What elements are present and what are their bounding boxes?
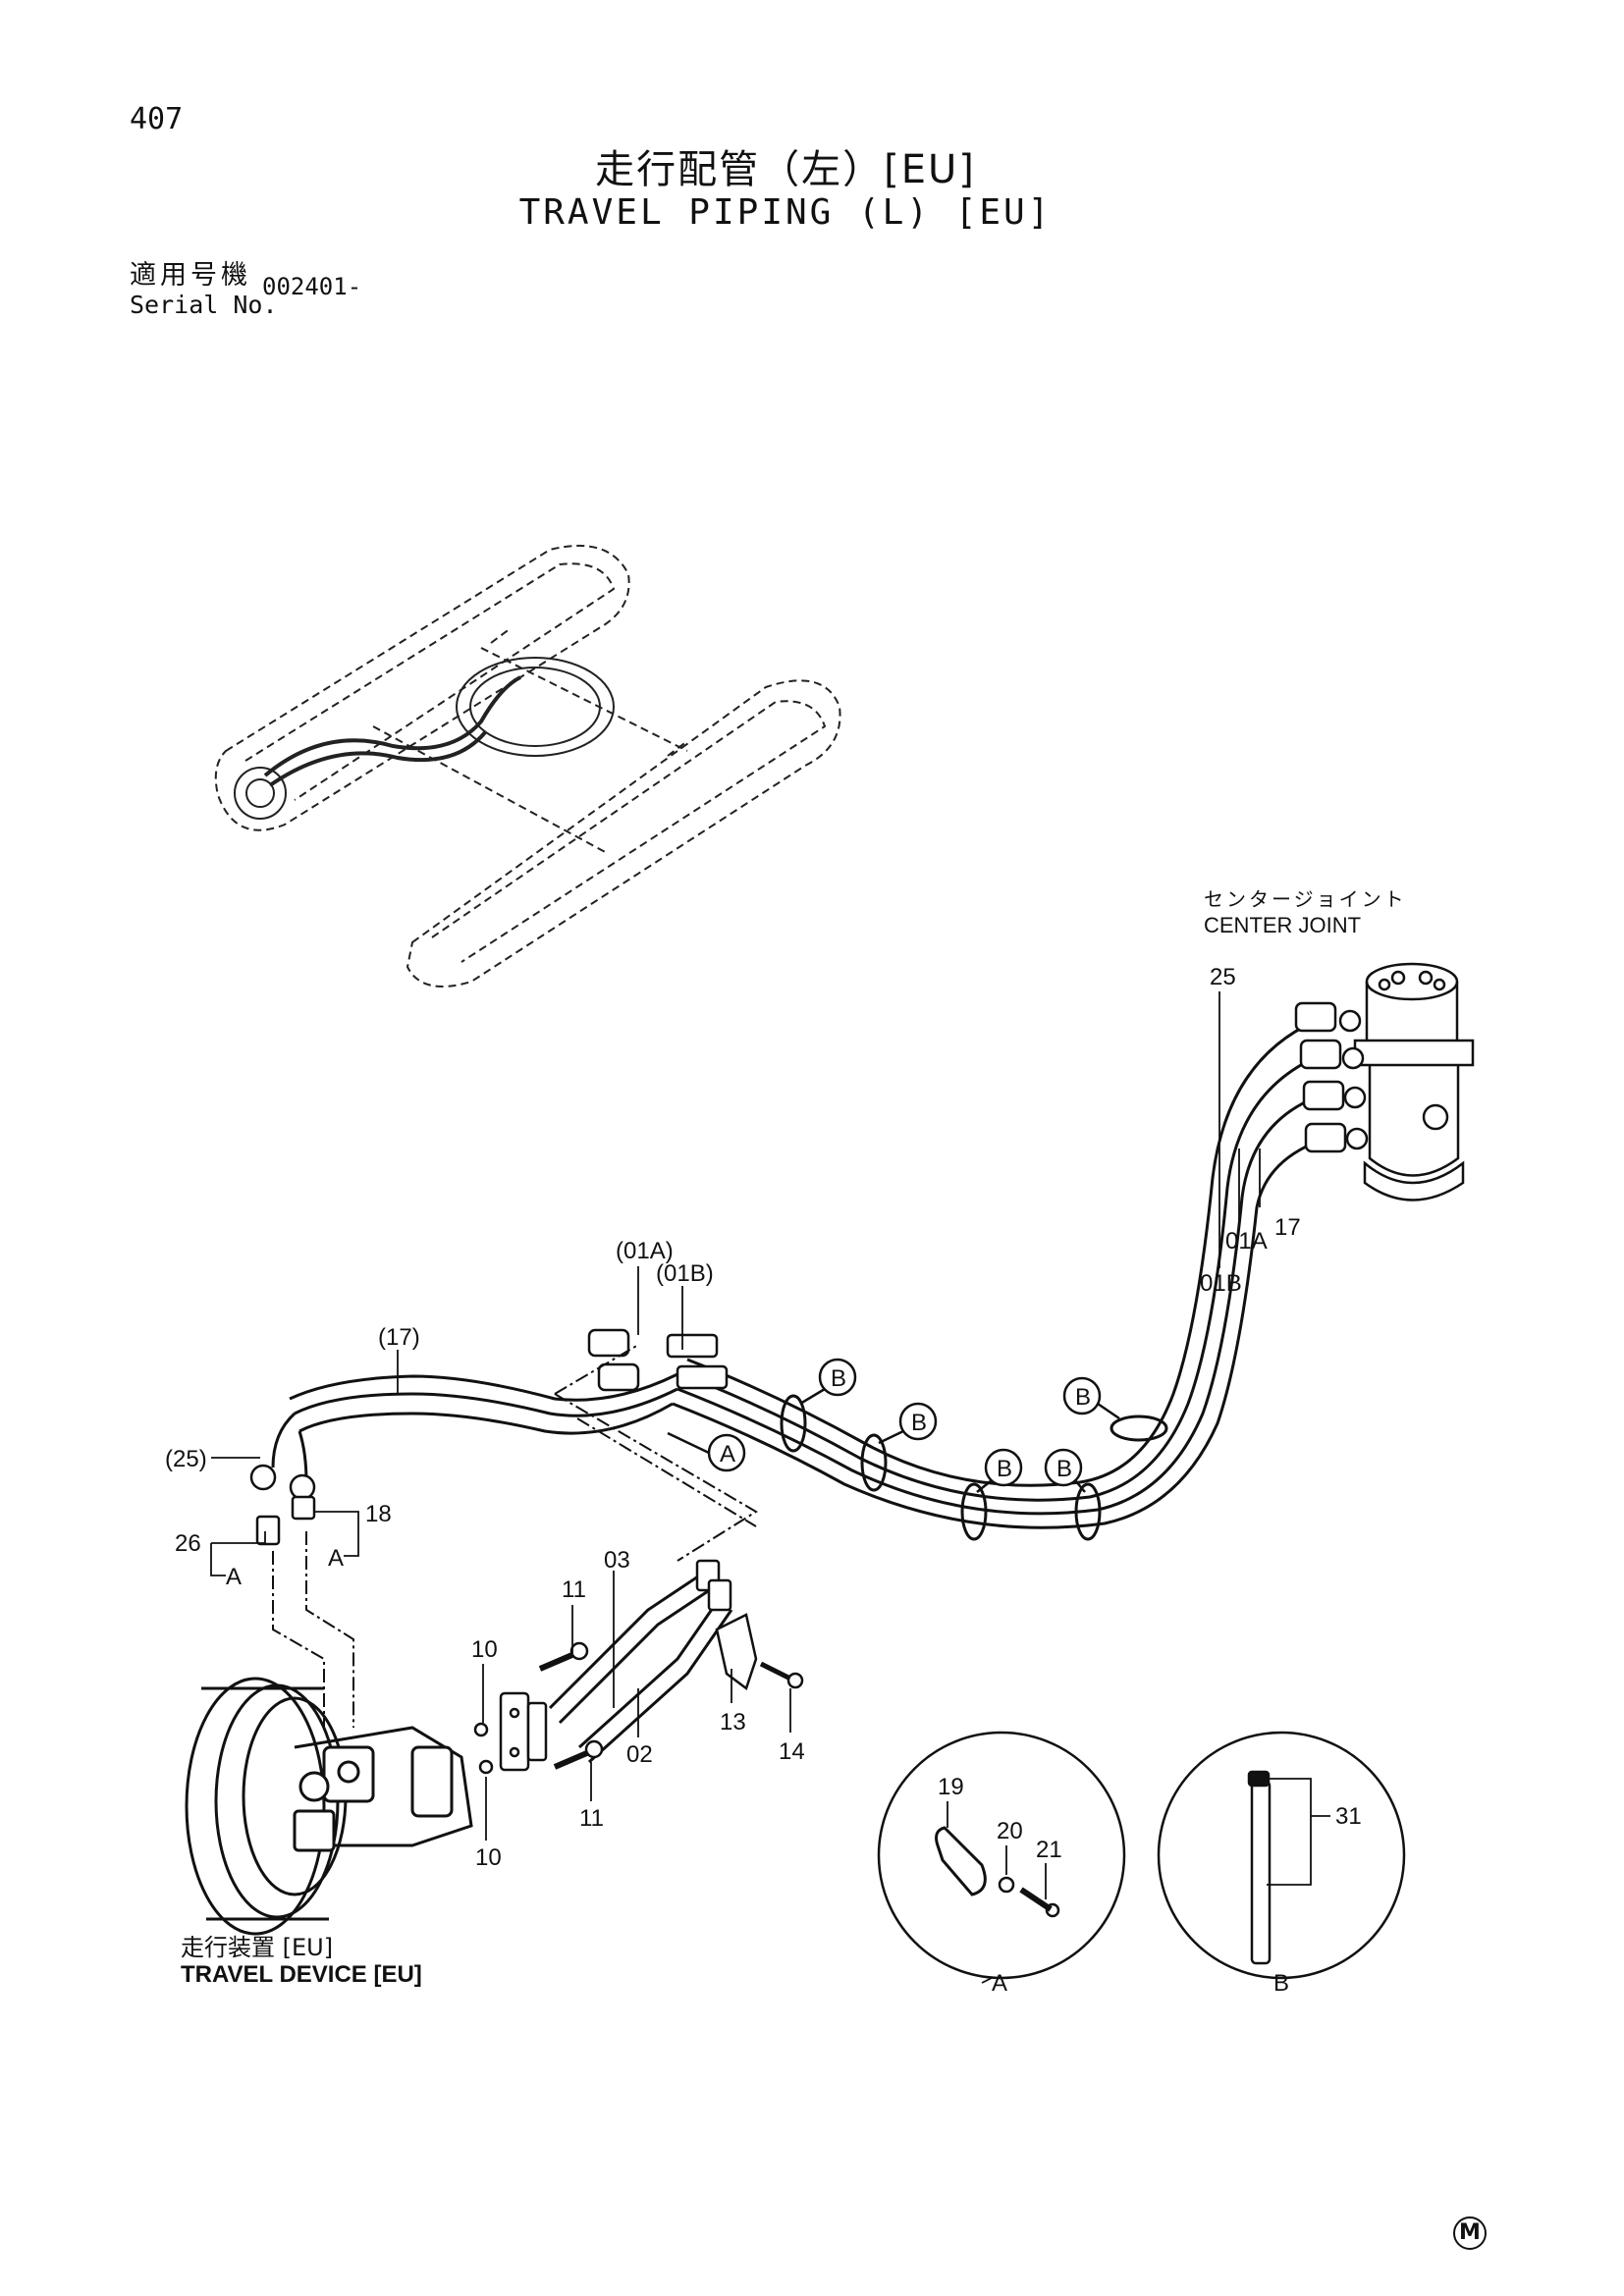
callout-leaders: [210, 991, 1330, 1984]
callout-numbers: 25 01A 17 01B (01A) (01B) (17) (25) 18 A…: [165, 964, 1362, 1997]
callout-a-ref-left: A: [226, 1564, 242, 1590]
callout-01a-paren: (01A): [616, 1238, 674, 1264]
callout-11-top: 11: [562, 1576, 586, 1603]
page-title-english: TRAVEL PIPING (L) [EU]: [518, 192, 1053, 233]
callout-11-bottom: 11: [579, 1805, 604, 1832]
callout-20: 20: [997, 1818, 1023, 1844]
callout-19: 19: [938, 1774, 964, 1800]
detail-a-circle: [877, 1731, 1126, 1980]
detail-b-circle: [1157, 1731, 1406, 1980]
serial-label-japanese: 適用号機: [130, 260, 251, 291]
callout-31: 31: [1335, 1803, 1362, 1830]
manufacturer-mark: M: [1453, 2216, 1487, 2250]
callout-25-paren: (25): [165, 1446, 207, 1472]
ref-b-marker-1: B: [831, 1365, 846, 1392]
callout-14: 14: [779, 1738, 805, 1765]
travel-device-drawing: [185, 1677, 473, 1936]
center-joint-label-japanese: センタージョイント: [1204, 887, 1407, 911]
travel-device-label-english: TRAVEL DEVICE [EU]: [181, 1961, 422, 1988]
callout-10-bottom: 10: [475, 1844, 502, 1871]
callout-25: 25: [1210, 964, 1236, 990]
overview-center-ring: [234, 657, 615, 820]
center-joint-drawing: [1353, 962, 1475, 1201]
callout-01b-center: 01B: [1200, 1270, 1242, 1297]
page-title-japanese: 走行配管（左）[EU]: [595, 147, 976, 192]
callout-17-center: 17: [1274, 1214, 1301, 1241]
hose-bundle: [672, 1019, 1326, 1529]
detail-a-label: A: [992, 1970, 1007, 1997]
callout-01a-center: 01A: [1225, 1228, 1268, 1255]
bracket-and-bolts: [473, 1613, 804, 1775]
callout-10-top: 10: [471, 1636, 498, 1663]
ref-b-marker-2: B: [911, 1410, 927, 1436]
callout-26: 26: [175, 1530, 201, 1557]
callout-13: 13: [720, 1709, 746, 1735]
page-number: 407: [130, 102, 184, 136]
detail-b-label: B: [1273, 1970, 1289, 1997]
center-joint-fittings: [1294, 1001, 1369, 1153]
callout-03: 03: [604, 1547, 630, 1574]
ref-b-marker-3: B: [997, 1456, 1012, 1482]
hose-clamps: [780, 1394, 1168, 1541]
leader-lines: [272, 1344, 758, 1728]
mid-couplings: [249, 1328, 729, 1546]
callout-21: 21: [1036, 1837, 1062, 1863]
serial-label-english: Serial No.: [130, 291, 278, 319]
ref-a-marker: A: [720, 1441, 735, 1468]
travel-device-label-japanese: 走行装置 [EU]: [181, 1934, 334, 1961]
center-joint-label-english: CENTER JOINT: [1204, 913, 1362, 937]
callout-18: 18: [365, 1501, 392, 1527]
serial-number-value: 002401-: [262, 273, 362, 300]
lower-hoses: [271, 1372, 678, 1483]
reference-letters: A B B B B B: [720, 1365, 1091, 1482]
callout-a-ref-right: A: [328, 1545, 344, 1572]
ref-b-marker-5: B: [1075, 1384, 1091, 1411]
reference-markers: [667, 1358, 1120, 1493]
callout-02: 02: [626, 1741, 653, 1768]
callout-17-paren: (17): [378, 1324, 420, 1351]
ref-b-marker-4: B: [1056, 1456, 1072, 1482]
flange-block: [499, 1559, 732, 1772]
callout-01b-paren: (01B): [656, 1260, 714, 1287]
undercarriage-overview: [214, 544, 841, 988]
